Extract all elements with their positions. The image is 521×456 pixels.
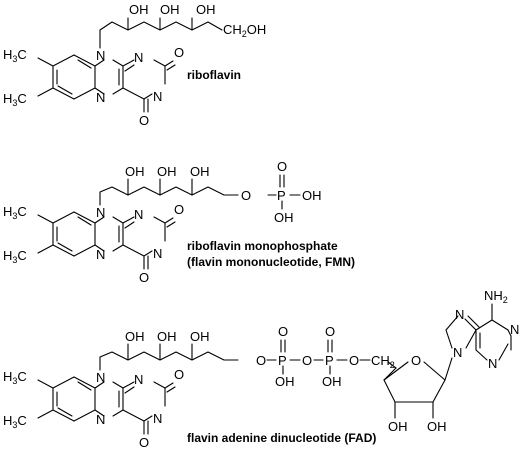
phosphorus: P <box>277 188 286 203</box>
flavin-n10: N <box>96 370 105 385</box>
adenine-n7: N <box>455 307 464 322</box>
hydroxyl-3: OH <box>190 164 210 179</box>
name-riboflavin: riboflavin <box>187 68 241 82</box>
hydroxyl-1: OH <box>129 2 149 17</box>
flavin-n10: N <box>96 205 105 220</box>
flavin-o2: O <box>174 367 184 382</box>
phosphate-oh-2: OH <box>322 374 342 389</box>
molecule-fmn: OH OH OH O P OH O OH N N N N O O H3C H3C… <box>3 159 355 285</box>
adenine-amine: NH2 <box>484 288 508 305</box>
ribose-oh-left: OH <box>388 419 408 434</box>
bridge-o-2: O <box>302 353 312 368</box>
ch2oh-terminal: CH2OH <box>223 22 266 39</box>
flavin-n3: N <box>153 89 162 104</box>
hydroxyl-2: OH <box>157 164 177 179</box>
flavin-n5: N <box>96 247 105 262</box>
flavin-o4: O <box>139 113 149 128</box>
flavin-n5: N <box>96 412 105 427</box>
phosphate-oh-below: OH <box>274 210 294 225</box>
flavin-o4: O <box>139 270 149 285</box>
hydroxyl-3: OH <box>190 329 210 344</box>
flavin-n3: N <box>153 246 162 261</box>
methyl-top: H3C <box>3 204 27 221</box>
hydroxyl-2: OH <box>157 329 177 344</box>
flavin-n1: N <box>134 50 143 65</box>
phosphate-oh-right: OH <box>302 188 322 203</box>
name-fad: flavin adenine dinucleotide (FAD) <box>187 431 376 445</box>
hydroxyl-1: OH <box>125 164 145 179</box>
adenine-n3: N <box>488 356 497 371</box>
flavin-o2: O <box>174 202 184 217</box>
ribose-ch2: CH2 <box>371 353 395 370</box>
oxo-2: O <box>325 324 335 339</box>
name-fmn-line1: riboflavin monophosphate <box>187 239 338 253</box>
molecule-riboflavin: OH OH OH CH2OH N N N N O O H3C H3C ribof… <box>3 2 266 128</box>
oxo-1: O <box>278 324 288 339</box>
phosphorus-1: P <box>278 353 287 368</box>
phosphorus-2: P <box>325 353 334 368</box>
hydroxyl-2: OH <box>160 2 180 17</box>
adenine-n1: N <box>510 322 519 337</box>
flavin-n10: N <box>96 48 105 63</box>
flavin-o2: O <box>174 45 184 60</box>
methyl-top: H3C <box>3 47 27 64</box>
methyl-bottom: H3C <box>3 413 27 430</box>
hydroxyl-1: OH <box>125 329 145 344</box>
name-fmn-line2: (flavin mononucleotide, FMN) <box>187 255 355 269</box>
flavin-n5: N <box>96 90 105 105</box>
bridge-o-1: O <box>256 353 266 368</box>
ribose-ring-o: O <box>411 353 421 368</box>
phosphate-oh-1: OH <box>275 374 295 389</box>
adenine-n9: N <box>453 345 462 360</box>
hydroxyl-3: OH <box>196 2 216 17</box>
methyl-bottom: H3C <box>3 248 27 265</box>
ester-oxygen: O <box>241 188 251 203</box>
phosphate-oxo: O <box>277 159 287 174</box>
molecule-fad: OH OH OH O P O P O O O OH OH CH2 O OH OH <box>3 288 519 450</box>
bridge-o-3: O <box>349 353 359 368</box>
flavin-o4: O <box>139 435 149 450</box>
flavin-n1: N <box>134 207 143 222</box>
methyl-top: H3C <box>3 369 27 386</box>
flavin-n1: N <box>134 372 143 387</box>
flavin-n3: N <box>153 411 162 426</box>
methyl-bottom: H3C <box>3 91 27 108</box>
ribose-oh-right: OH <box>427 419 447 434</box>
